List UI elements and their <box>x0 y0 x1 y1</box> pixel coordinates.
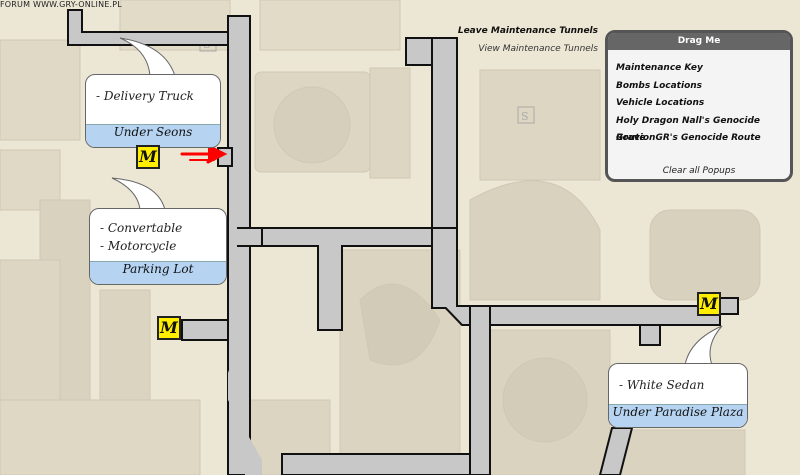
tunnel-segment <box>261 227 458 247</box>
background-mall-layout <box>0 0 761 475</box>
maintenance-entrance-marker[interactable]: M <box>136 145 160 169</box>
white-sedan-callout[interactable]: - White Sedan Under Paradise Plaza <box>608 363 748 428</box>
maintenance-entrance-marker[interactable]: M <box>697 292 721 316</box>
tunnel-segment <box>717 297 739 315</box>
tunnel-segment <box>228 370 262 475</box>
save-room-marker: S <box>521 110 529 123</box>
leave-tunnels-link[interactable]: Leave Maintenance Tunnels <box>457 26 598 36</box>
tunnel-joins <box>229 33 489 339</box>
callout-location: Under Paradise Plaza <box>609 404 747 427</box>
tunnel-segment <box>639 324 661 346</box>
callout-location: Parking Lot <box>90 261 226 284</box>
popup-control-panel[interactable]: Drag Me Maintenance Key Bombs Locations … <box>605 30 793 182</box>
callout-location: Under Seons <box>86 124 220 147</box>
tunnel-segment <box>317 245 343 331</box>
delivery-truck-callout[interactable]: - Delivery Truck Under Seons <box>85 74 221 148</box>
tunnel-segment <box>281 453 471 475</box>
graviongr-route-link[interactable]: GravionGR's Genocide Route <box>616 133 761 143</box>
parking-lot-callout[interactable]: - Convertable - Motorcycle Parking Lot <box>89 208 227 285</box>
site-watermark: FORUM WWW.GRY-ONLINE.PL <box>0 0 122 9</box>
maintenance-key-link[interactable]: Maintenance Key <box>616 63 703 73</box>
tunnel-segment <box>405 37 433 66</box>
maintenance-entrance-marker[interactable]: M <box>157 316 181 340</box>
view-tunnels-link[interactable]: View Maintenance Tunnels <box>478 44 598 54</box>
vehicle-name: - Convertable <box>100 221 183 235</box>
maintenance-tunnels <box>67 9 739 475</box>
vehicle-name: - Motorcycle <box>100 239 177 253</box>
vehicle-name: - Delivery Truck <box>96 89 194 103</box>
drag-handle[interactable]: Drag Me <box>608 33 790 50</box>
tunnel-segment <box>598 427 634 475</box>
bombs-locations-link[interactable]: Bombs Locations <box>616 80 703 91</box>
red-arrow-icon <box>180 144 228 164</box>
tunnel-segment <box>181 319 229 341</box>
tunnel-segment <box>431 37 458 229</box>
vehicle-locations-link[interactable]: Vehicle Locations <box>616 98 705 108</box>
holy-dragon-route-link[interactable]: Holy Dragon Nall's Genocide Route <box>616 115 761 144</box>
tunnel-segment <box>469 305 491 475</box>
clear-popups-button[interactable]: Clear all Popups <box>662 166 736 176</box>
vehicle-name: - White Sedan <box>619 378 705 392</box>
